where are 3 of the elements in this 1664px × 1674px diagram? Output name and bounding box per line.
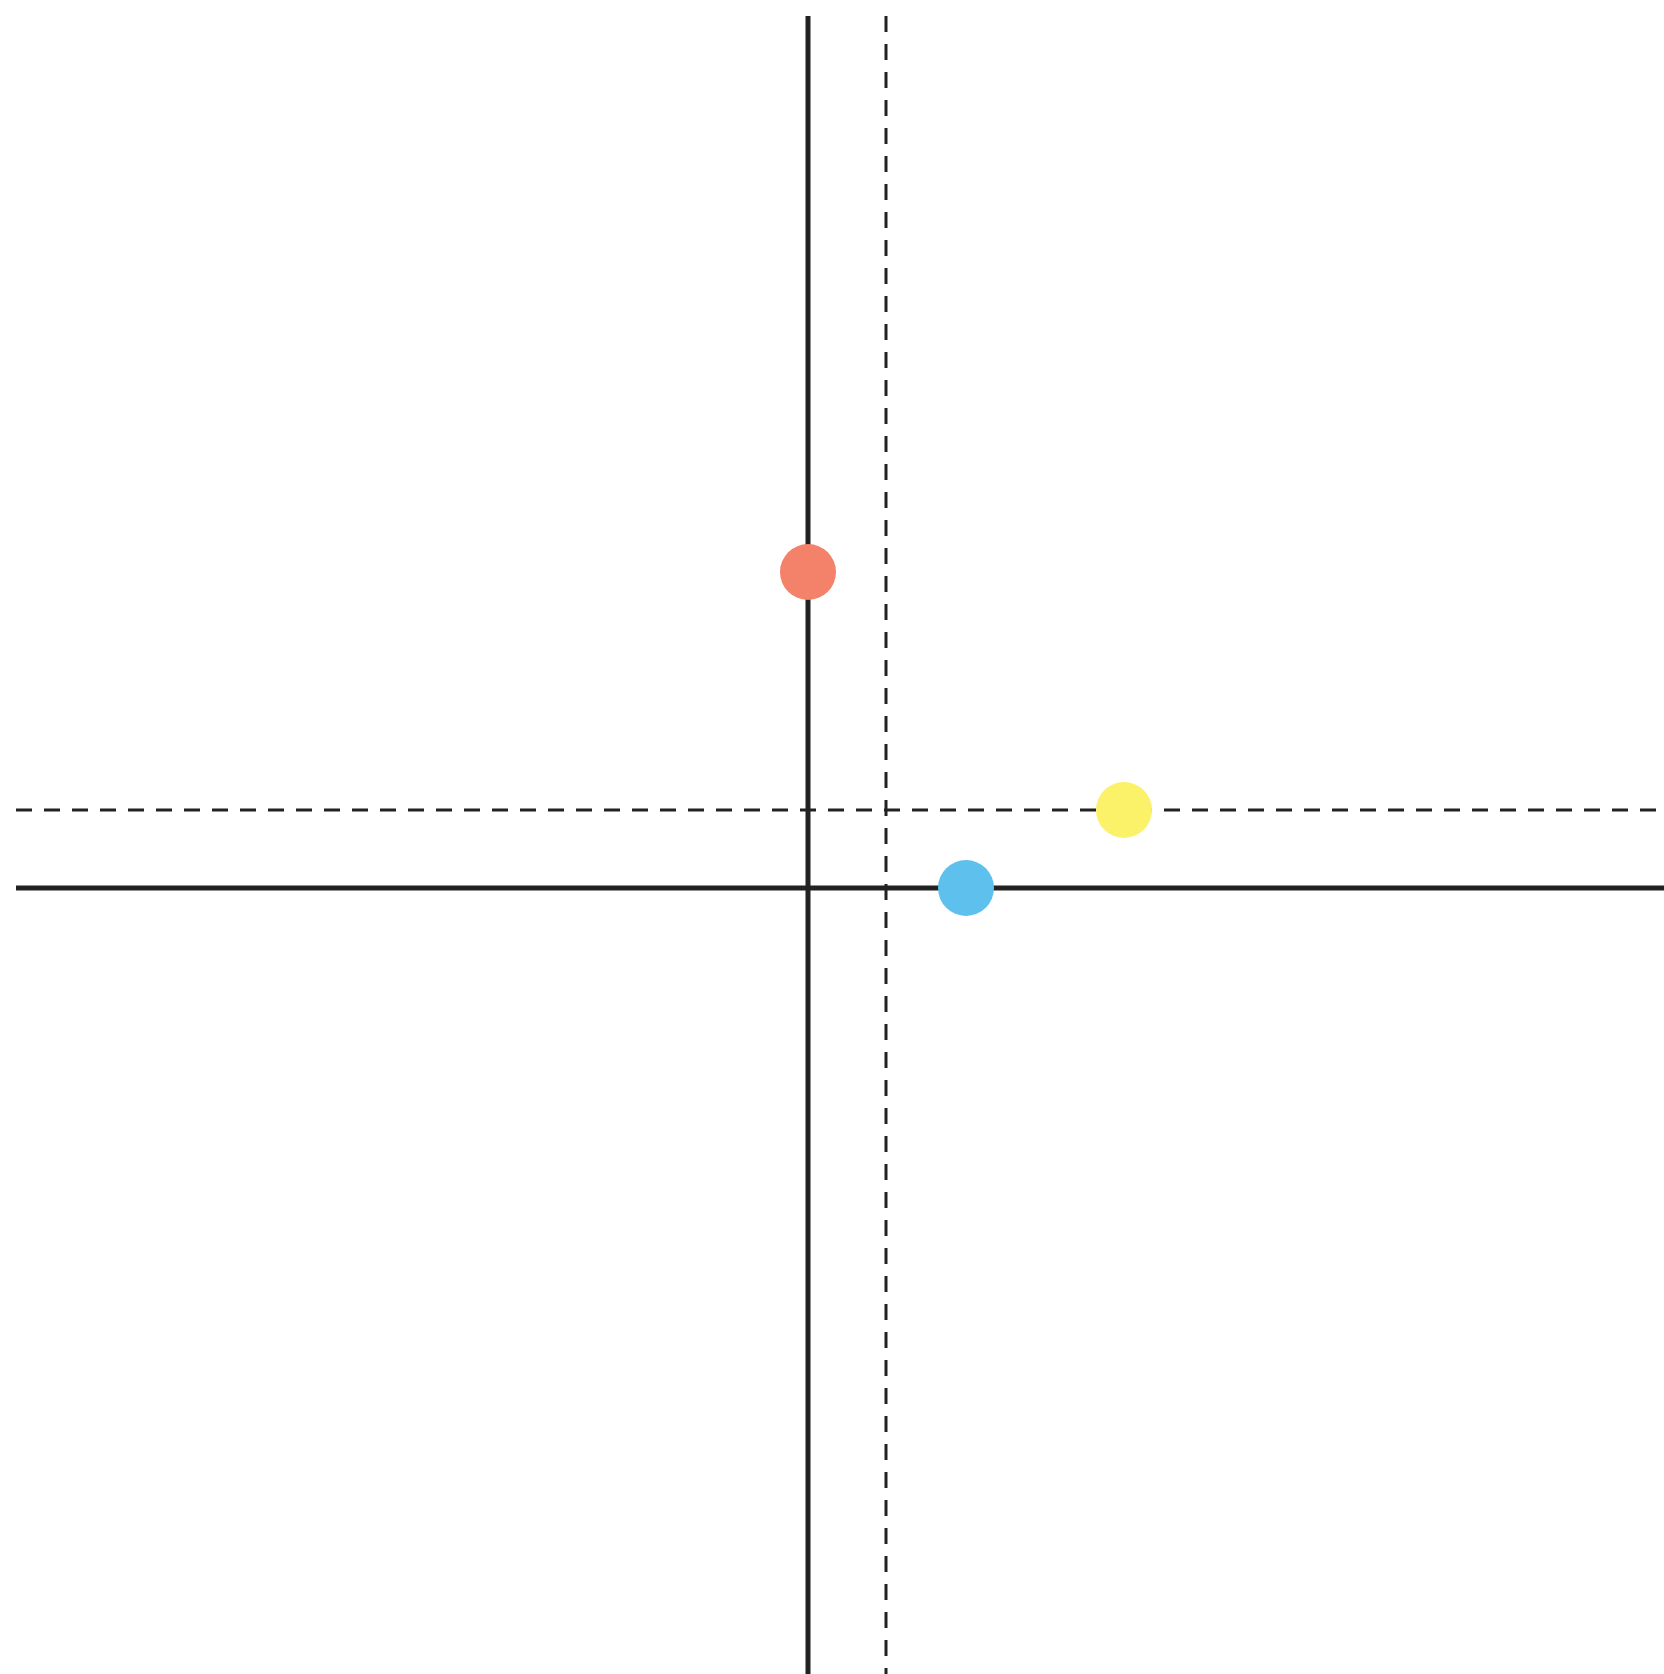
point-marker <box>938 860 994 916</box>
point-marker <box>780 544 836 600</box>
point-marker <box>1096 782 1152 838</box>
